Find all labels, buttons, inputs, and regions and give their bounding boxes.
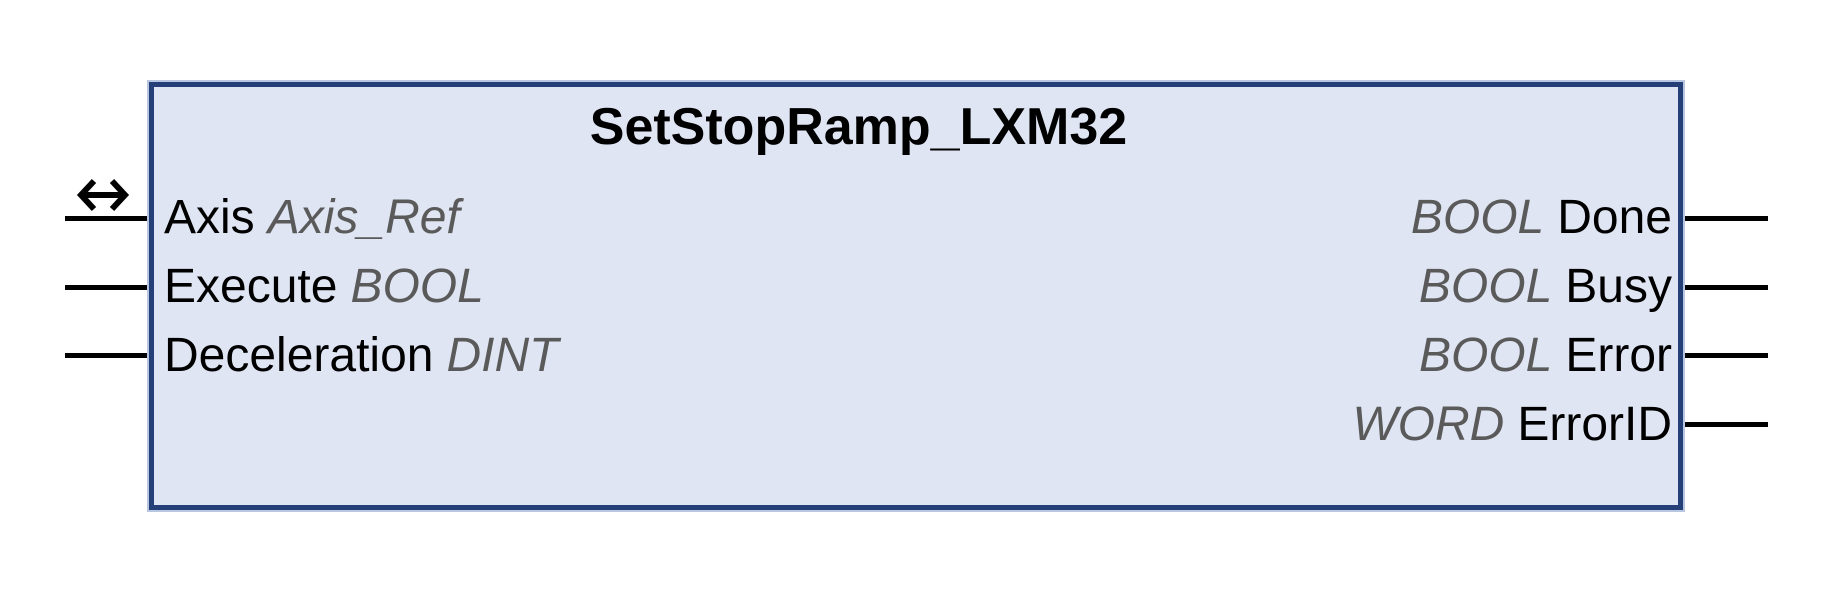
- input-pin-name: Axis: [164, 191, 255, 244]
- output-pin-name: ErrorID: [1517, 398, 1672, 451]
- output-pin-name: Error: [1565, 329, 1672, 382]
- output-connector-error: [1683, 353, 1768, 358]
- output-pin-type: BOOL: [1410, 191, 1545, 244]
- output-connector-done: [1683, 216, 1768, 221]
- output-pin-name: Done: [1557, 191, 1672, 244]
- output-pin-name: Busy: [1565, 260, 1672, 313]
- output-connector-errorid: [1683, 422, 1768, 427]
- output-pin-type: BOOL: [1418, 329, 1553, 382]
- input-pin-type: DINT: [446, 329, 559, 382]
- output-pin-type: WORD: [1352, 398, 1505, 451]
- input-pin-type: BOOL: [350, 260, 484, 313]
- input-connector-axis: [65, 216, 150, 221]
- inout-arrow-icon: [76, 175, 130, 215]
- input-connector-execute: [65, 285, 150, 290]
- input-pin-type: Axis_Ref: [267, 191, 460, 244]
- function-block-title: SetStopRamp_LXM32: [589, 98, 1128, 156]
- output-connector-busy: [1683, 285, 1768, 290]
- input-connector-deceleration: [65, 353, 150, 358]
- output-pin-type: BOOL: [1418, 260, 1553, 313]
- input-pin-name: Execute: [164, 260, 338, 313]
- input-pin-name: Deceleration: [164, 329, 434, 382]
